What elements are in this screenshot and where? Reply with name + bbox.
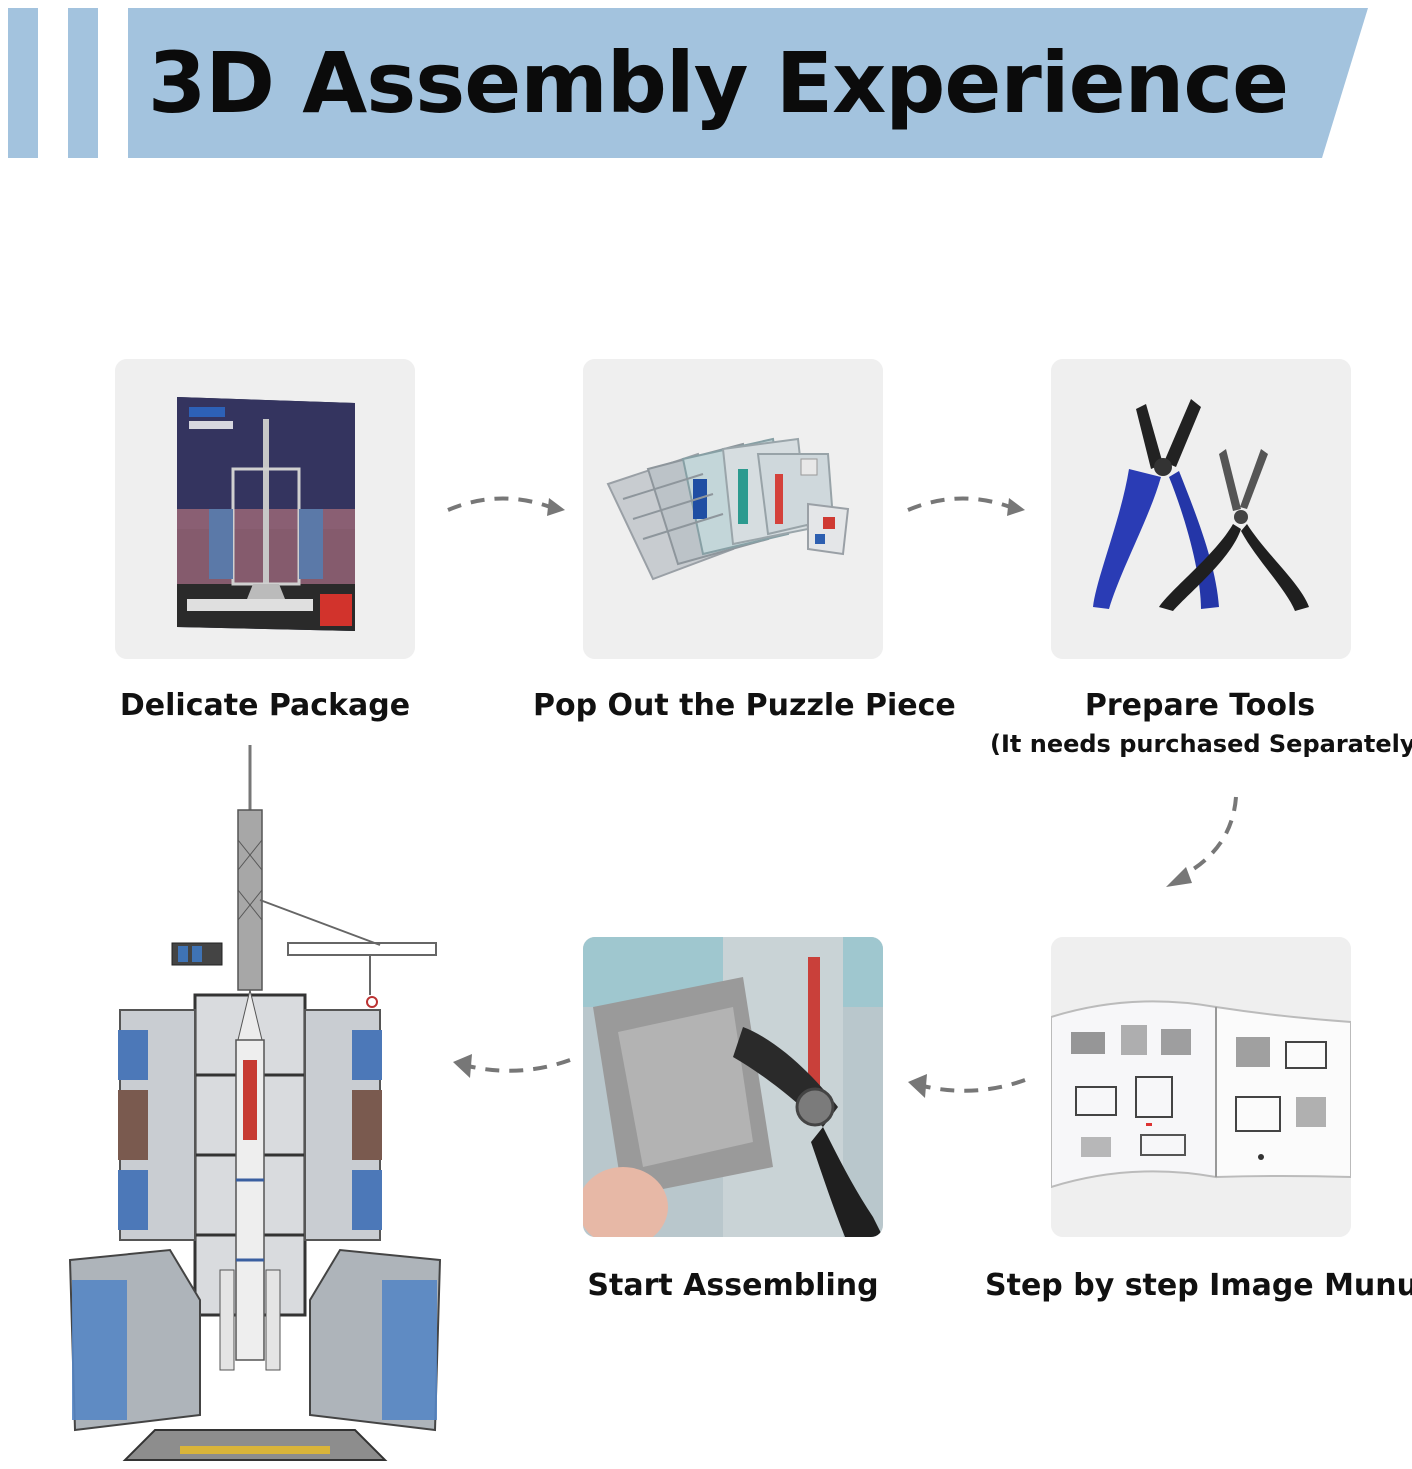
dashed-arrow-down [1160, 795, 1245, 895]
manual-image [1051, 937, 1351, 1237]
header-banner [0, 0, 1412, 160]
dashed-arrow-right-2 [905, 488, 1030, 528]
package-image [115, 359, 415, 659]
finished-model-image [60, 740, 450, 1465]
step-label-tools: Prepare Tools [1084, 688, 1316, 723]
step-note-tools: (It needs purchased Separately) [990, 730, 1412, 758]
tools-image [1051, 359, 1351, 659]
step-label-manual: Step by step Image Munual [985, 1268, 1412, 1303]
dashed-arrow-left-2 [450, 1048, 575, 1088]
dashed-arrow-left-1 [905, 1068, 1030, 1108]
step-label-package: Delicate Package [119, 688, 411, 723]
assembling-image [583, 937, 883, 1237]
dashed-arrow-right-1 [445, 488, 570, 528]
step-label-pop-out: Pop Out the Puzzle Piece [533, 688, 956, 723]
step-label-assembling: Start Assembling [587, 1268, 879, 1303]
puzzle-sheets-image [583, 359, 883, 659]
page-title: 3D Assembly Experience [147, 34, 1289, 132]
